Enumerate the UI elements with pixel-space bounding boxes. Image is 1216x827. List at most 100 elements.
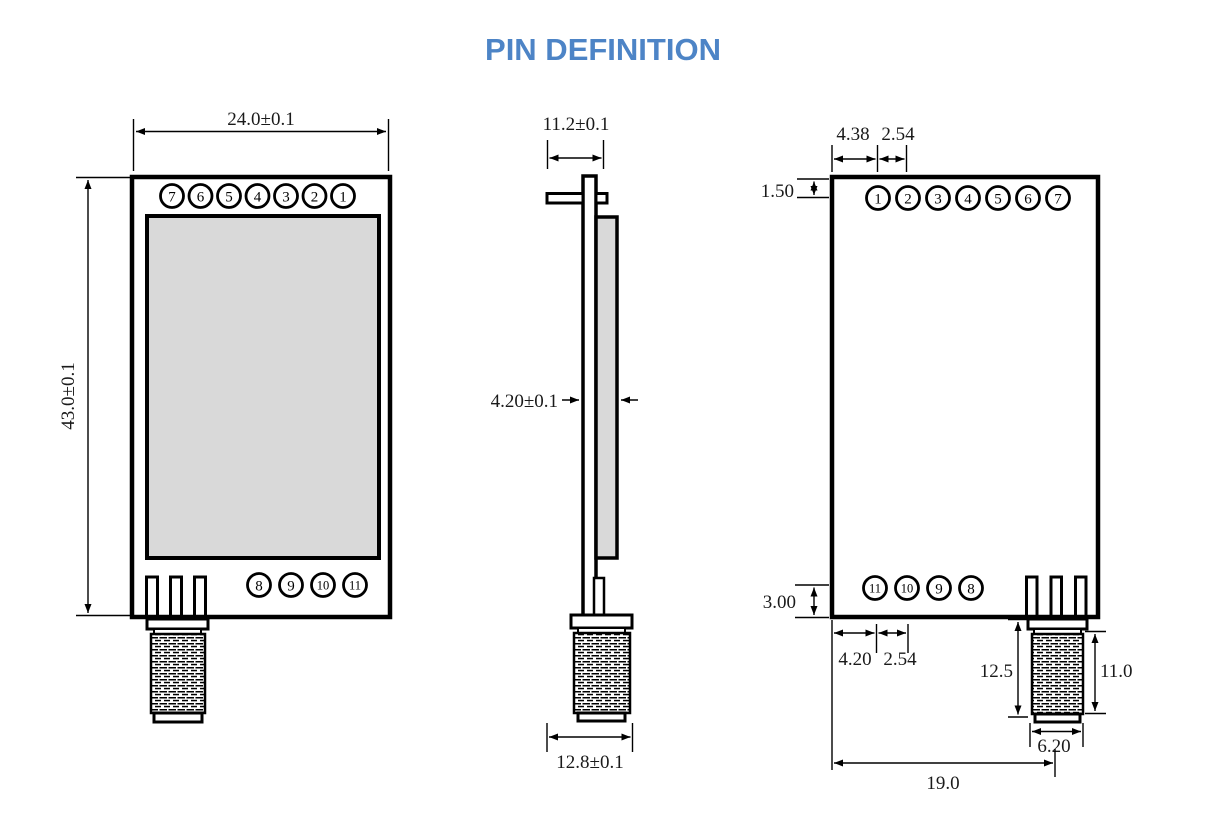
svg-text:1: 1 [339,190,347,206]
side-sma-connector [569,613,634,723]
side-top-pin-stub [594,192,609,205]
pin-circle-9: 9 [926,575,952,601]
pin-circle-6: 6 [1015,185,1041,211]
pin-circle-5: 5 [985,185,1011,211]
svg-text:11: 11 [349,579,361,593]
svg-text:3: 3 [934,192,942,208]
side-sma-threads [572,631,632,715]
back-bottom-pitch-label: 2.54 [883,649,917,670]
back-sma-connector [1026,617,1089,724]
pin-circle-4: 4 [955,185,981,211]
front-height-label: 43.0±0.1 [58,362,79,429]
svg-text:10: 10 [317,579,330,593]
pin-circle-11: 11 [342,572,368,598]
svg-text:9: 9 [935,582,943,598]
pin-circle-1: 1 [865,185,891,211]
side-connector-label: 12.8±0.1 [556,752,623,773]
front-view: 24.0±0.1 43.0±0.1 7 6 5 4 3 2 1 8 [58,109,393,724]
svg-text:2: 2 [311,190,319,206]
back-sma-threads [1030,632,1085,716]
back-module-body [829,174,1101,620]
side-width-dimension: 11.2±0.1 [543,114,610,169]
svg-text:10: 10 [901,582,914,596]
back-prong [1025,575,1039,619]
front-prong [145,575,159,619]
pin-circle-11: 11 [862,575,888,601]
back-top-margin-label: 1.50 [761,181,794,202]
pin-circle-9: 9 [278,572,304,598]
svg-text:9: 9 [287,579,295,595]
back-top-pitch-dimensions: 4.38 2.54 [831,124,915,172]
pin-circle-3: 3 [925,185,951,211]
front-prong [193,575,207,619]
front-sma-connector [145,617,210,724]
side-connector-dimension: 12.8±0.1 [546,723,634,773]
back-top-margin-dimension: 1.50 [761,178,829,202]
side-pcb [581,174,598,619]
back-connector-offset-label: 19.0 [926,773,959,794]
back-connector-width-dimension: 6.20 [1029,723,1084,757]
back-thread-length-label: 11.0 [1100,661,1133,682]
front-height-dimension: 43.0±0.1 [58,176,130,617]
side-thickness-label: 4.20±0.1 [491,391,558,412]
front-module-body [129,174,393,620]
front-width-label: 24.0±0.1 [227,109,294,130]
svg-text:6: 6 [1024,192,1032,208]
front-width-dimension: 24.0±0.1 [132,109,390,171]
svg-text:7: 7 [1054,192,1062,208]
back-bottom-margin-label: 3.00 [763,592,796,613]
svg-text:6: 6 [197,190,205,206]
pin-circle-6: 6 [187,183,214,209]
svg-text:8: 8 [255,579,263,595]
back-connector-length-dimension: 12.5 [980,618,1028,718]
svg-text:11: 11 [869,582,881,596]
svg-text:4: 4 [254,190,262,206]
pin-circle-2: 2 [301,183,328,209]
back-connector-length-label: 12.5 [980,661,1013,682]
back-thread-length-dimension: 11.0 [1085,630,1133,715]
pin-circle-8: 8 [246,572,272,598]
svg-text:7: 7 [168,190,176,206]
svg-text:5: 5 [225,190,233,206]
back-connector-width-label: 6.20 [1037,736,1070,757]
pin-circle-1: 1 [330,183,356,209]
side-width-label: 11.2±0.1 [543,114,610,135]
back-bottom-margin-dimension: 3.00 [763,584,829,619]
back-bottom-pitch-dimensions: 4.20 2.54 [831,620,917,770]
front-shield [145,214,381,560]
pin-circle-4: 4 [244,183,271,209]
pin-circle-10: 10 [894,575,920,601]
svg-text:2: 2 [904,192,912,208]
side-shield [594,215,619,560]
side-thickness-dimension: 4.20±0.1 [491,391,638,412]
back-view: 4.38 2.54 1.50 1 2 3 4 5 6 7 11 10 9 8 [761,124,1133,794]
pin-circle-3: 3 [273,183,299,209]
back-edge-pin11-label: 4.20 [838,649,871,670]
svg-text:4: 4 [964,192,972,208]
side-top-pin [545,192,585,205]
front-sma-threads [149,632,207,715]
front-top-pins: 7 6 5 4 3 2 1 [159,183,356,209]
back-bottom-pins: 11 10 9 8 [862,575,984,601]
back-connector-offset-dimension: 19.0 [834,749,1056,794]
back-top-pitch-label: 2.54 [881,124,915,145]
pin-circle-5: 5 [216,183,242,209]
svg-text:8: 8 [967,582,975,598]
back-prong [1049,575,1063,619]
front-bottom-pins: 8 9 10 11 [246,572,368,598]
pin-circle-7: 7 [1045,185,1071,211]
pin-circle-8: 8 [958,575,984,601]
side-bottom-pin [592,576,606,618]
back-edge-pin1-label: 4.38 [836,124,869,145]
front-prong [169,575,183,619]
back-top-pins: 1 2 3 4 5 6 7 [865,185,1071,211]
svg-text:1: 1 [874,192,882,208]
pin-circle-2: 2 [895,185,921,211]
svg-text:3: 3 [282,190,290,206]
svg-text:5: 5 [994,192,1002,208]
page-title: PIN DEFINITION [485,32,721,67]
pin-circle-10: 10 [310,572,336,598]
pin-circle-7: 7 [159,183,185,209]
back-prong [1074,575,1088,619]
